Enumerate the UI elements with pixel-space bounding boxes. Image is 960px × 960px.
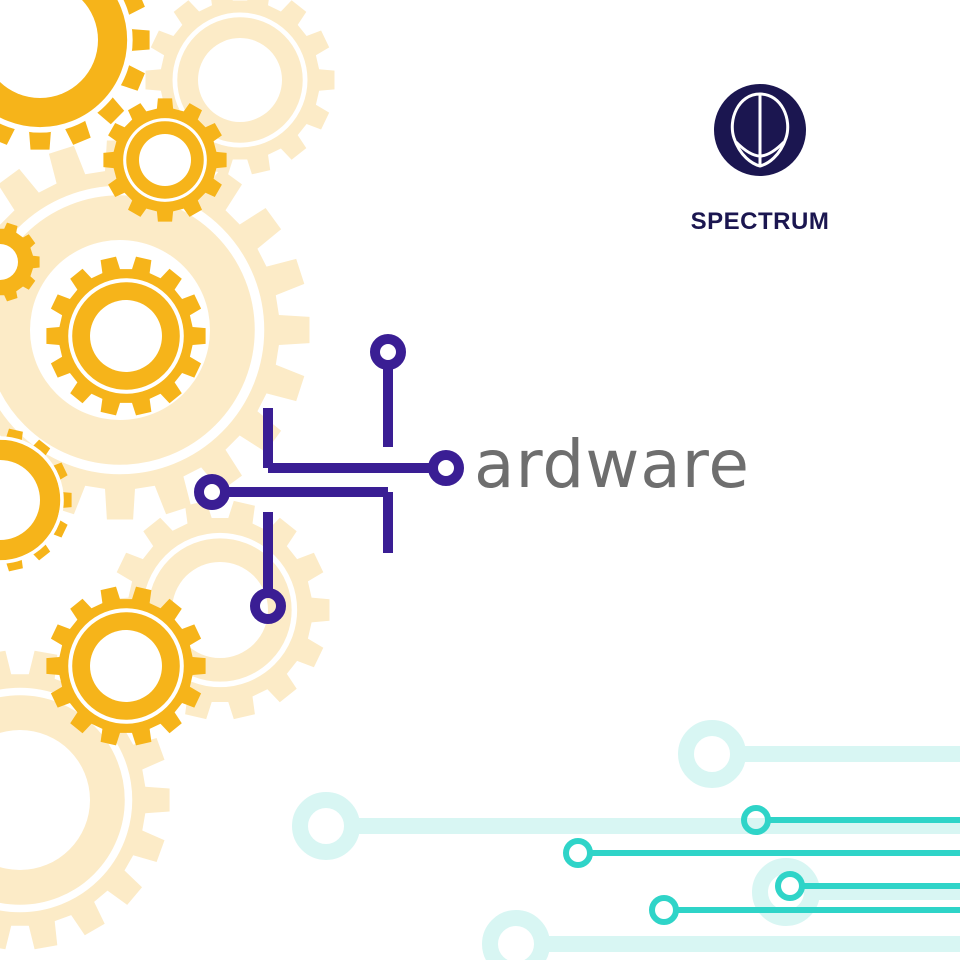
circuit-trace <box>649 895 960 925</box>
circuit-trace <box>678 720 960 788</box>
gear-shape <box>0 428 72 572</box>
brand-name: SPECTRUM <box>690 208 830 235</box>
gear-shape <box>0 0 150 150</box>
gear-shape <box>46 256 206 416</box>
gear-shape <box>46 586 206 746</box>
circuit-trace <box>482 910 960 960</box>
spectrum-logo-icon <box>714 84 806 176</box>
circuit-trace <box>775 871 960 901</box>
circuit-trace <box>741 805 960 835</box>
circuit-trace <box>563 838 960 868</box>
brand-block: SPECTRUM <box>660 80 860 235</box>
circuit-trace <box>752 858 960 926</box>
gear-shape <box>103 98 227 222</box>
wordmark-text: ardware <box>474 426 751 503</box>
circuit-trace <box>292 792 960 860</box>
gear-shape <box>0 222 40 302</box>
